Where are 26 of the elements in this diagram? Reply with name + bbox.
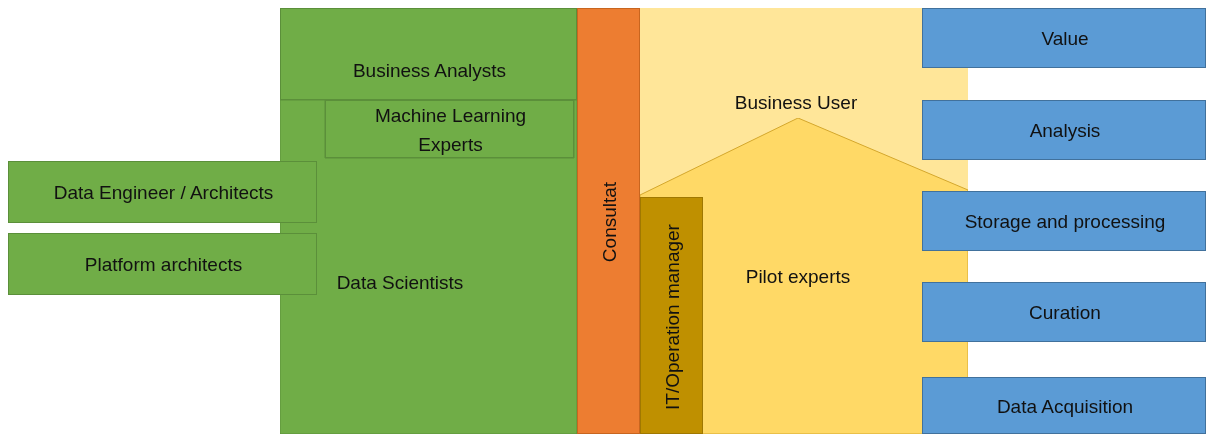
role-label: Platform architects [84, 252, 243, 277]
role-label: Business Analysts [352, 58, 507, 83]
role-label: Value [1041, 26, 1089, 51]
role-box [280, 8, 577, 100]
role-box [8, 233, 317, 295]
role-label: Business User [734, 90, 858, 115]
role-label: Curation [1029, 300, 1101, 325]
role-label: Analysis [1029, 118, 1101, 143]
role-box [8, 161, 317, 223]
role-label: IT/Operation manager [660, 223, 684, 410]
role-label: Data Scientists [336, 270, 464, 295]
role-label: Machine Learning Experts [373, 103, 527, 157]
role-label: Data Acquisition [996, 394, 1134, 419]
role-label: Storage and processing [964, 209, 1166, 234]
layer-box [922, 282, 1206, 342]
role-box [577, 8, 640, 434]
role-box [640, 8, 968, 434]
role-box [325, 100, 574, 158]
role-label: Data Engineer / Architects [53, 180, 274, 205]
layer-box [922, 191, 1206, 251]
role-box [640, 197, 703, 434]
layer-box [922, 8, 1206, 68]
role-label: Pilot experts [745, 264, 851, 289]
layer-box [922, 377, 1206, 434]
role-label: Consultat [597, 181, 621, 263]
layer-box [922, 100, 1206, 160]
